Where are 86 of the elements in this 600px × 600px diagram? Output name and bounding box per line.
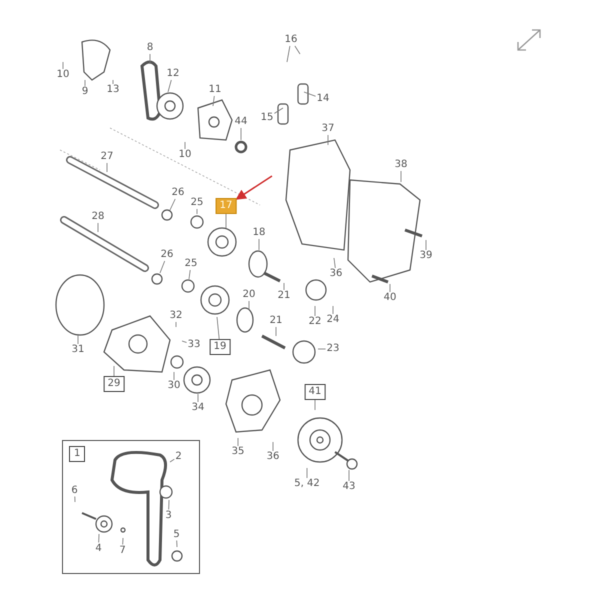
leader-line bbox=[272, 442, 274, 452]
callout-number: 10 bbox=[178, 149, 192, 161]
leader-line bbox=[304, 92, 316, 97]
callout-number: 15 bbox=[260, 112, 274, 124]
callout-number: 7 bbox=[118, 544, 127, 556]
callout-number: 11 bbox=[208, 84, 222, 96]
leader-line bbox=[258, 238, 260, 250]
callout-number: 1 bbox=[69, 446, 86, 462]
callout-number: 14 bbox=[316, 93, 330, 105]
callout-number: 36 bbox=[266, 451, 280, 463]
callout-number: 22 bbox=[308, 316, 322, 328]
callout-number: 21 bbox=[276, 290, 292, 302]
highlighted-callout-number: 17 bbox=[216, 198, 236, 214]
leader-line bbox=[248, 300, 250, 310]
arrow bbox=[236, 175, 272, 200]
callout-number: 25 bbox=[184, 258, 198, 270]
callout-number: 25 bbox=[190, 197, 204, 209]
leader-line bbox=[196, 208, 198, 214]
callout-number: 20 bbox=[242, 289, 256, 301]
leader-line bbox=[98, 534, 100, 543]
callout-number: 41 bbox=[304, 384, 326, 400]
leader-line bbox=[400, 170, 402, 182]
callout-number: 39 bbox=[418, 250, 434, 262]
leader-line bbox=[212, 96, 215, 106]
callout-number: 35 bbox=[230, 446, 246, 458]
leader-line bbox=[122, 538, 124, 545]
callout-number: 30 bbox=[166, 380, 182, 392]
callout-number: 2 bbox=[174, 450, 183, 462]
leader-line bbox=[62, 62, 64, 70]
leader-line bbox=[170, 198, 176, 210]
callout-number: 12 bbox=[166, 68, 180, 80]
callout-number: 19 bbox=[210, 339, 230, 355]
callout-number: 3 bbox=[164, 510, 173, 522]
leader-line bbox=[306, 468, 308, 478]
leader-line bbox=[274, 108, 284, 114]
callout-number: 10 bbox=[56, 69, 70, 81]
inset-panel bbox=[62, 440, 200, 574]
leader-line bbox=[216, 316, 220, 340]
callout-number: 21 bbox=[268, 315, 284, 327]
callout-number: 31 bbox=[70, 344, 86, 356]
leader-line bbox=[188, 270, 191, 280]
leader-line bbox=[106, 162, 108, 172]
leader-line bbox=[74, 496, 76, 502]
callout-number: 29 bbox=[104, 376, 124, 392]
callout-number: 27 bbox=[100, 151, 114, 163]
callout-number: 5, 42 bbox=[293, 478, 321, 490]
callout-number: 23 bbox=[326, 343, 340, 355]
leader-line bbox=[168, 80, 172, 92]
callout-number: 8 bbox=[146, 42, 154, 54]
leader-line bbox=[314, 306, 316, 316]
callout-number: 26 bbox=[170, 187, 186, 199]
leader-line bbox=[182, 340, 187, 343]
leader-line bbox=[240, 128, 242, 140]
callout-number: 13 bbox=[106, 84, 120, 96]
callout-number: 33 bbox=[186, 339, 202, 351]
leader-line bbox=[318, 348, 326, 350]
callout-number: 34 bbox=[190, 402, 206, 414]
callout-number: 4 bbox=[94, 542, 103, 554]
leader-line bbox=[334, 258, 336, 268]
callout-number: 32 bbox=[168, 310, 184, 322]
callout-number: 37 bbox=[320, 123, 336, 135]
callout-number: 44 bbox=[234, 116, 248, 128]
leader-line bbox=[348, 470, 350, 482]
callout-number: 38 bbox=[394, 159, 408, 171]
leader-line bbox=[168, 500, 170, 510]
callout-number: 28 bbox=[90, 211, 106, 223]
leader-line bbox=[294, 46, 300, 54]
leader-line bbox=[170, 458, 175, 462]
leader-line bbox=[84, 80, 86, 86]
leader-line bbox=[176, 540, 178, 548]
callout-number: 5 bbox=[172, 528, 181, 540]
leader-line bbox=[314, 400, 316, 410]
callout-number: 16 bbox=[284, 34, 298, 46]
callout-number: 6 bbox=[70, 484, 79, 496]
callout-number: 9 bbox=[80, 86, 90, 98]
callout-number: 43 bbox=[342, 481, 356, 493]
callout-number: 18 bbox=[252, 227, 266, 239]
callout-number: 36 bbox=[328, 268, 344, 280]
callout-number: 40 bbox=[382, 292, 398, 304]
leader-line bbox=[184, 142, 186, 150]
leader-line bbox=[160, 260, 166, 274]
leader-line bbox=[286, 46, 290, 62]
leader-line bbox=[112, 80, 114, 84]
callout-number: 24 bbox=[326, 314, 340, 326]
leader-line bbox=[332, 306, 334, 314]
callout-number: 26 bbox=[160, 249, 174, 261]
